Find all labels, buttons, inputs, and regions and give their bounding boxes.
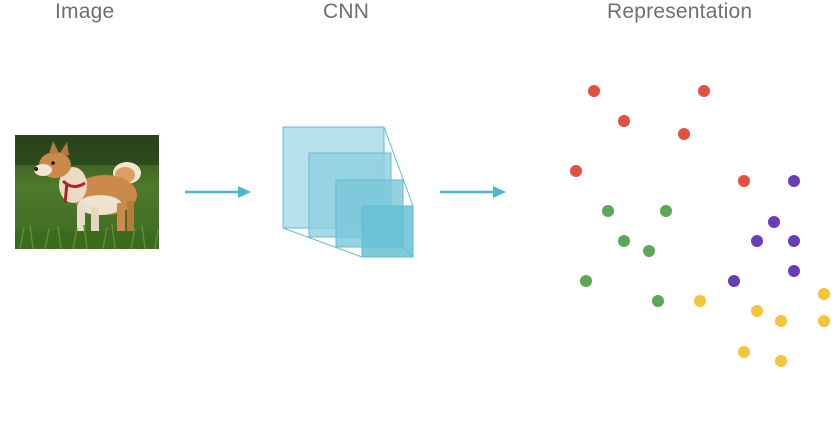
representation-point-green [652, 295, 664, 307]
representation-scatter [570, 85, 830, 367]
representation-point-purple [788, 265, 800, 277]
representation-point-purple [751, 235, 763, 247]
representation-point-yellow [775, 355, 787, 367]
representation-point-green [618, 235, 630, 247]
cnn-column-label: CNN [323, 0, 370, 23]
representation-point-green [580, 275, 592, 287]
representation-point-yellow [818, 288, 830, 300]
representation-point-yellow [738, 346, 750, 358]
representation-point-green [660, 205, 672, 217]
representation-point-red [588, 85, 600, 97]
shiba-dog-photo [15, 135, 159, 249]
representation-point-purple [728, 275, 740, 287]
representation-point-red [570, 165, 582, 177]
representation-point-red [678, 128, 690, 140]
cnn-cube-stack [282, 126, 414, 258]
representation-point-red [738, 175, 750, 187]
representation-point-green [602, 205, 614, 217]
representation-point-yellow [775, 315, 787, 327]
image-column-label: Image [55, 0, 115, 23]
representation-point-red [698, 85, 710, 97]
representation-point-yellow [694, 295, 706, 307]
dog-photo-drawing [15, 135, 159, 249]
arrow-cnn-to-representation [440, 186, 506, 198]
representation-point-red [618, 115, 630, 127]
representation-point-purple [768, 216, 780, 228]
representation-point-purple [788, 175, 800, 187]
representation-point-yellow [818, 315, 830, 327]
representation-point-purple [788, 235, 800, 247]
representation-column-label: Representation [607, 0, 753, 23]
representation-point-green [643, 245, 655, 257]
arrow-image-to-cnn [185, 186, 251, 198]
representation-point-yellow [751, 305, 763, 317]
